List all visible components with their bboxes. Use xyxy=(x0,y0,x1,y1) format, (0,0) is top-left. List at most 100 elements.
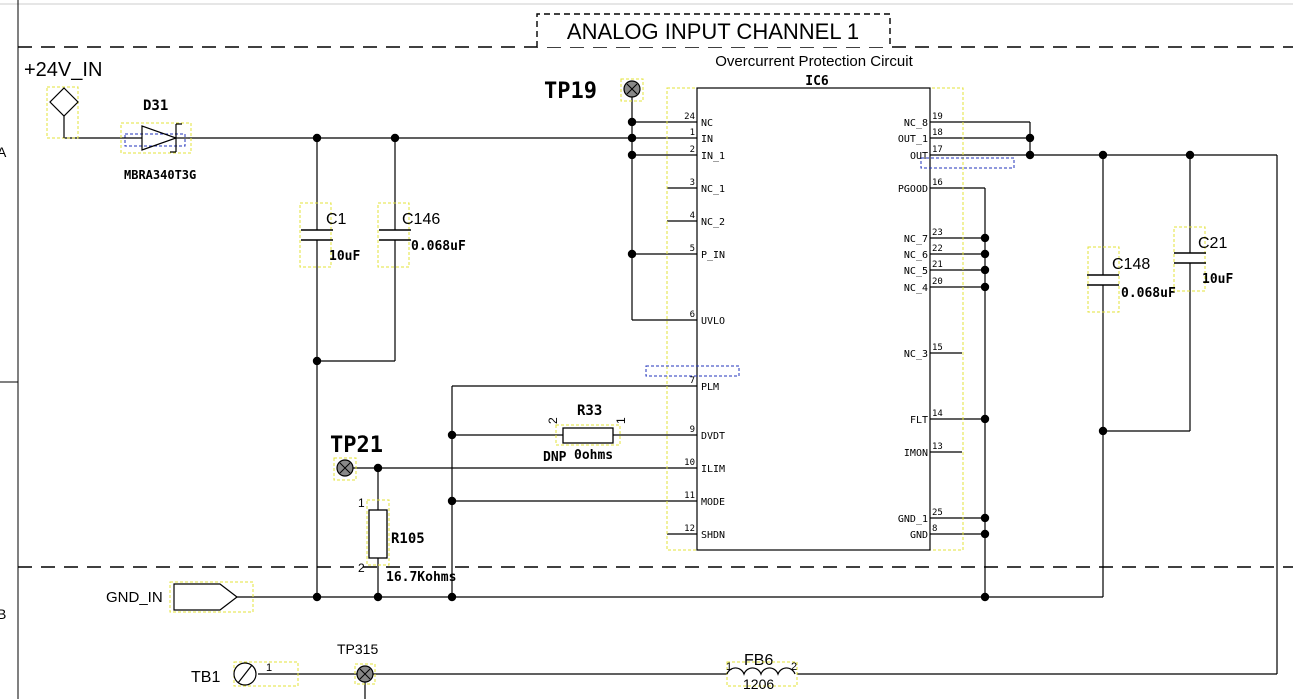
r33-value: 0ohms xyxy=(574,448,613,463)
gnd-port[interactable]: GND_IN xyxy=(106,581,254,613)
title-box xyxy=(536,13,891,47)
c148-value: 0.068uF xyxy=(1121,286,1176,301)
ic6-pin-name: OUT xyxy=(910,151,928,162)
r105-value: 16.7Kohms xyxy=(386,570,456,585)
fb6-pin-right: 2 xyxy=(791,661,797,673)
zone-label-a: A xyxy=(0,144,7,160)
ic6-pin-name: IN_1 xyxy=(701,151,725,162)
ic6-pin-name: DVDT xyxy=(701,431,725,442)
zone-label-b: B xyxy=(0,606,6,622)
ic6-body xyxy=(696,87,931,551)
ic6-pin-number: 18 xyxy=(932,128,943,138)
ic6-pin-name: PGOOD xyxy=(898,184,928,195)
ic6-pin-name: NC_8 xyxy=(904,118,928,129)
ic6-pin-number: 8 xyxy=(932,524,937,534)
ic6-pin-name: OUT_1 xyxy=(898,134,928,145)
ic6-pin-number: 24 xyxy=(684,112,695,122)
testpoint-tp21[interactable]: TP21 xyxy=(330,433,383,481)
r33-body xyxy=(562,427,614,444)
capacitor-c148[interactable]: C148 0.068uF xyxy=(1087,246,1176,313)
vin-port[interactable]: +24V_IN xyxy=(24,59,102,139)
resistor-r105[interactable]: 1 2 R105 16.7Kohms xyxy=(358,496,456,585)
ic6-pin-name: PLM xyxy=(701,382,719,393)
ic6[interactable]: Overcurrent Protection Circuit IC6 24NC1… xyxy=(645,53,1015,551)
ic6-pin-number: 22 xyxy=(932,244,943,254)
c21-ref: C21 xyxy=(1198,235,1227,252)
ic6-pin-number: 13 xyxy=(932,442,943,452)
sheet-title: ANALOG INPUT CHANNEL 1 xyxy=(567,19,859,44)
ic6-pin-number: 16 xyxy=(932,178,943,188)
ic6-pin-name: SHDN xyxy=(701,530,725,541)
ic6-pin-number: 11 xyxy=(684,491,695,501)
d31-ref: D31 xyxy=(143,98,168,114)
ic6-pin-name: NC_3 xyxy=(904,349,928,360)
junction-dots xyxy=(312,117,1195,602)
ic6-pin-number: 23 xyxy=(932,228,943,238)
ic6-pin-name: NC_5 xyxy=(904,266,928,277)
testpoint-tp315[interactable]: TP315 xyxy=(337,641,378,685)
ic6-title: Overcurrent Protection Circuit xyxy=(715,53,913,70)
c148-ref: C148 xyxy=(1112,256,1150,273)
capacitor-c21[interactable]: C21 10uF xyxy=(1173,226,1233,292)
ic6-pin-name: P_IN xyxy=(701,250,725,261)
diode-d31[interactable]: D31 MBRA340T3G xyxy=(120,98,196,182)
r33-pin-right: 1 xyxy=(614,417,628,424)
ic6-pin-number: 14 xyxy=(932,409,943,419)
resistor-r33[interactable]: R33 2 1 DNP 0ohms xyxy=(543,403,628,465)
fb6-ref: FB6 xyxy=(744,652,773,669)
ic6-pin-name: NC_7 xyxy=(904,234,928,245)
capacitor-c1[interactable]: C1 10uF xyxy=(299,202,360,268)
ic6-left-pin: 2IN_1 xyxy=(690,145,726,162)
d31-part: MBRA340T3G xyxy=(124,168,196,182)
r33-dnp: DNP xyxy=(543,450,567,465)
ic6-pin-number: 5 xyxy=(690,244,695,254)
r105-body xyxy=(368,509,388,559)
ic6-pin-name: GND xyxy=(910,530,928,541)
fb6-coil-icon xyxy=(726,667,796,676)
c146-value: 0.068uF xyxy=(411,239,466,254)
capacitor-c146[interactable]: C146 0.068uF xyxy=(377,202,466,268)
tp315-ref: TP315 xyxy=(337,641,378,657)
ic6-pin-number: 1 xyxy=(690,128,695,138)
ic6-pin-name: IMON xyxy=(904,448,928,459)
testpoint-tp19[interactable]: TP19 xyxy=(544,78,644,104)
ic6-pin-name: MODE xyxy=(701,497,725,508)
ic6-pin-number: 15 xyxy=(932,343,943,353)
ic6-pin-name: NC_2 xyxy=(701,217,725,228)
ic6-pin-number: 10 xyxy=(684,458,695,468)
c146-ref: C146 xyxy=(402,211,440,228)
fb6-pin-left: 1 xyxy=(726,661,732,673)
ic6-left-pin: 1IN xyxy=(690,128,713,145)
terminal-tb1[interactable]: TB1 1 xyxy=(191,661,299,687)
ic6-pin-number: 25 xyxy=(932,508,943,518)
r33-ref: R33 xyxy=(577,403,602,419)
ic6-pin-number: 12 xyxy=(684,524,695,534)
ic6-pin-number: 3 xyxy=(690,178,695,188)
ic6-pin-name: ILIM xyxy=(701,464,725,475)
tb1-ref: TB1 xyxy=(191,669,220,686)
ic6-pin-number: 7 xyxy=(690,376,695,386)
r105-ref: R105 xyxy=(391,531,425,547)
ic6-pin-name: NC_6 xyxy=(904,250,928,261)
c1-value: 10uF xyxy=(329,249,360,264)
ferrite-fb6[interactable]: FB6 1 2 1206 xyxy=(726,652,798,692)
tb1-pin: 1 xyxy=(266,662,272,674)
gnd-port-label: GND_IN xyxy=(106,589,163,606)
fb6-size: 1206 xyxy=(743,676,774,692)
